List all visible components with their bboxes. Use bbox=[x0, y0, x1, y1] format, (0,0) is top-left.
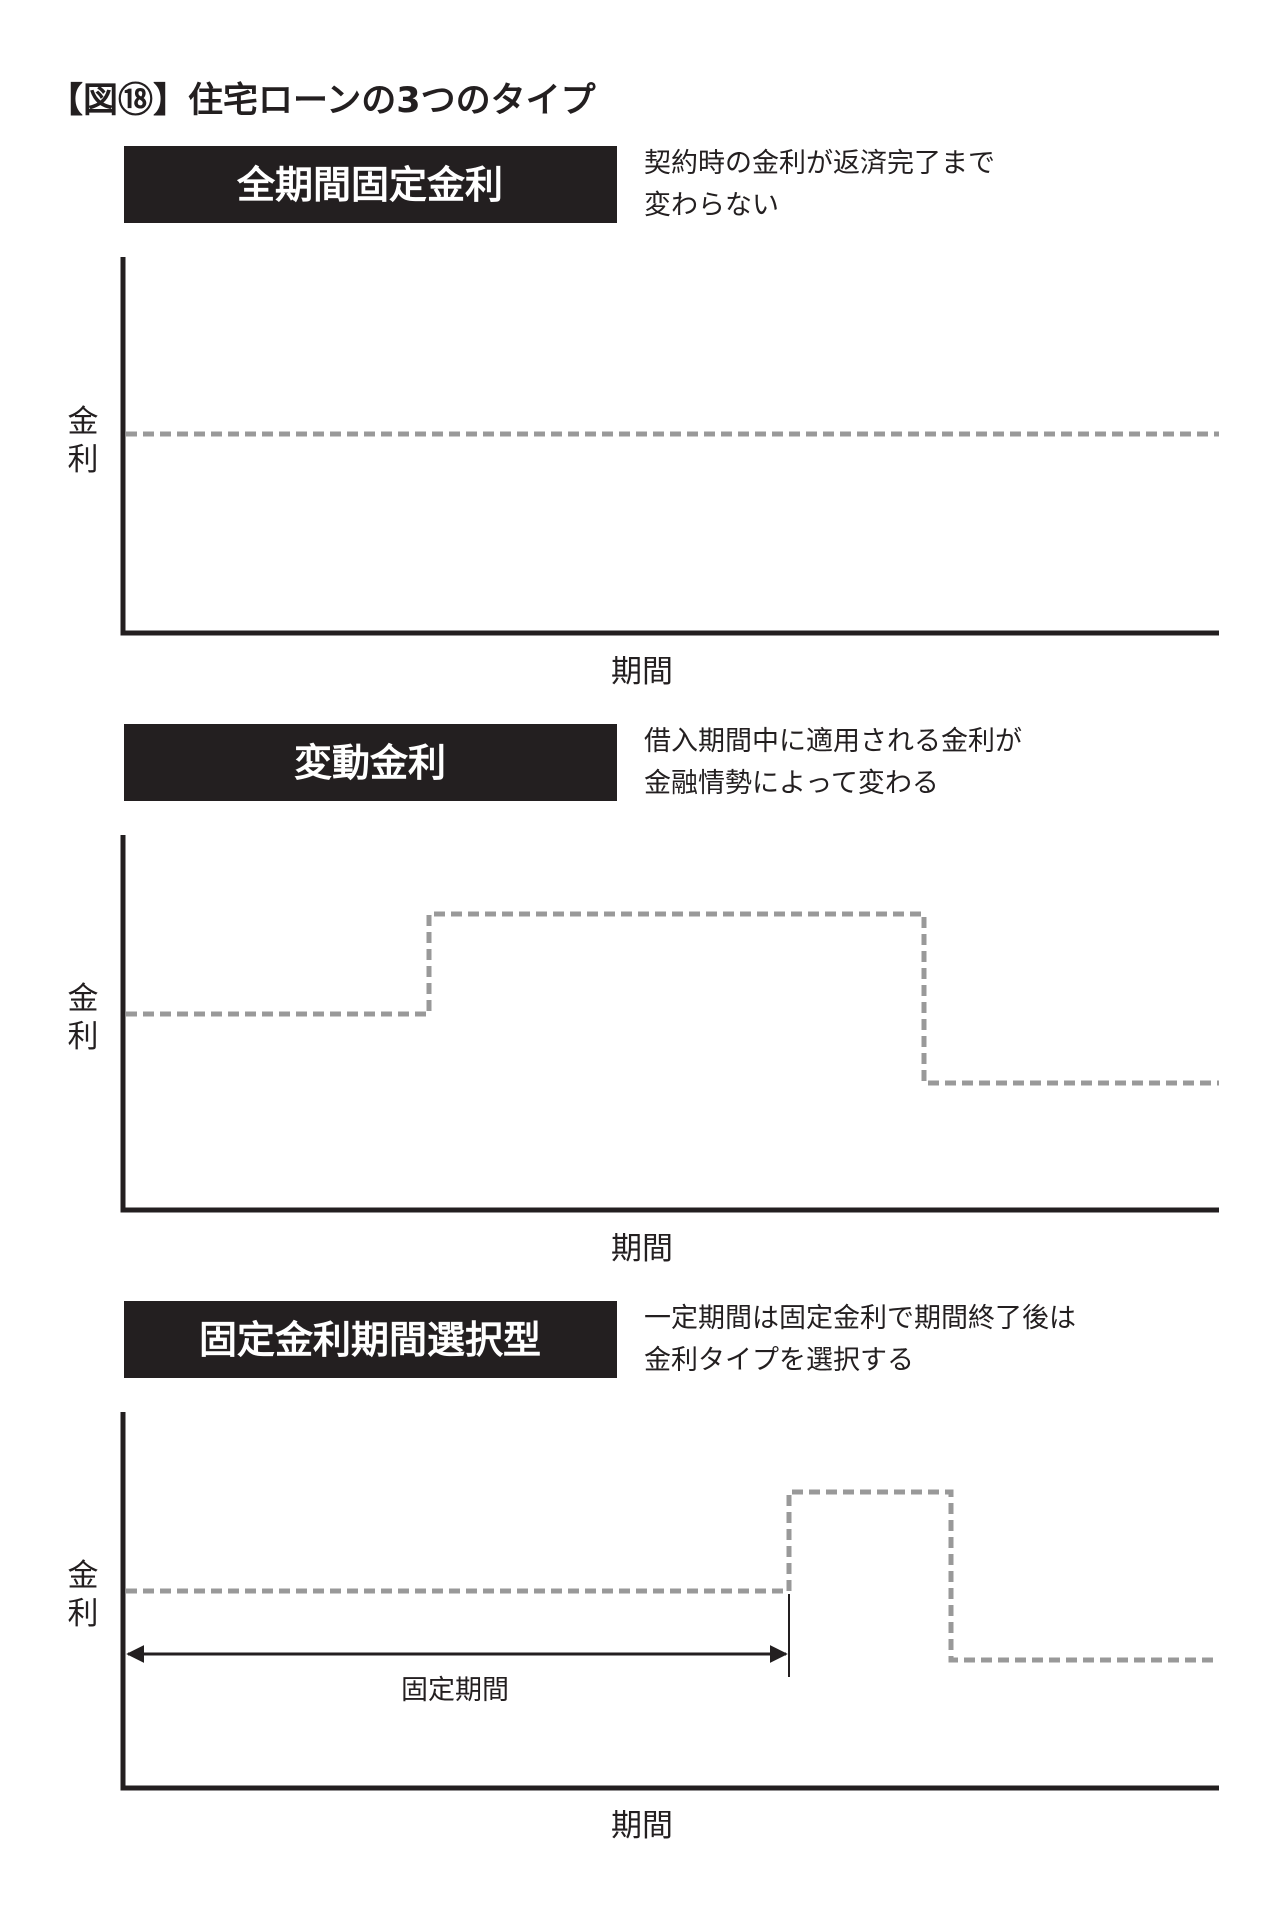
fixed-period-label: 固定期間 bbox=[401, 1675, 509, 1706]
axes bbox=[120, 257, 1219, 636]
type-label: 全期間固定金利 bbox=[236, 163, 503, 207]
panel-fixed-full: 全期間固定金利 契約時の金利が返済完了まで 変わらない 金 利 期間 bbox=[68, 146, 1219, 690]
x-axis-label: 期間 bbox=[611, 1808, 673, 1844]
y-axis-label-2: 利 bbox=[68, 1019, 99, 1055]
y-axis-label-1: 金 bbox=[68, 404, 99, 440]
description-line-2: 金融情勢によって変わる bbox=[644, 768, 939, 799]
y-axis-label-2: 利 bbox=[68, 1596, 99, 1632]
type-label: 固定金利期間選択型 bbox=[199, 1318, 541, 1362]
type-label-box bbox=[124, 724, 617, 801]
y-axis-label-1: 金 bbox=[68, 981, 99, 1017]
panel-fixed-period-selection: 固定金利期間選択型 一定期間は固定金利で期間終了後は 金利タイプを選択する 金 … bbox=[68, 1301, 1219, 1844]
axes bbox=[120, 1412, 1219, 1791]
description-line-1: 一定期間は固定金利で期間終了後は bbox=[644, 1303, 1076, 1334]
rate-line bbox=[126, 1489, 1219, 1663]
x-axis-label: 期間 bbox=[611, 654, 673, 690]
description-line-1: 借入期間中に適用される金利が bbox=[644, 726, 1022, 757]
description-line-1: 契約時の金利が返済完了まで bbox=[644, 148, 995, 179]
type-label: 変動金利 bbox=[294, 741, 446, 785]
type-label-box bbox=[124, 1301, 617, 1378]
x-axis-label: 期間 bbox=[611, 1231, 673, 1267]
type-label-box bbox=[124, 146, 617, 223]
description-line-2: 変わらない bbox=[644, 190, 779, 221]
rate-line bbox=[126, 911, 1219, 1086]
panel-variable: 変動金利 借入期間中に適用される金利が 金融情勢によって変わる 金 利 期間 bbox=[68, 724, 1219, 1267]
y-axis-label-1: 金 bbox=[68, 1558, 99, 1594]
axes bbox=[120, 835, 1219, 1213]
y-axis-label-2: 利 bbox=[68, 442, 99, 478]
figure-title: 【図⑱】住宅ローンの3つのタイプ bbox=[48, 80, 596, 121]
description-line-2: 金利タイプを選択する bbox=[644, 1345, 914, 1376]
